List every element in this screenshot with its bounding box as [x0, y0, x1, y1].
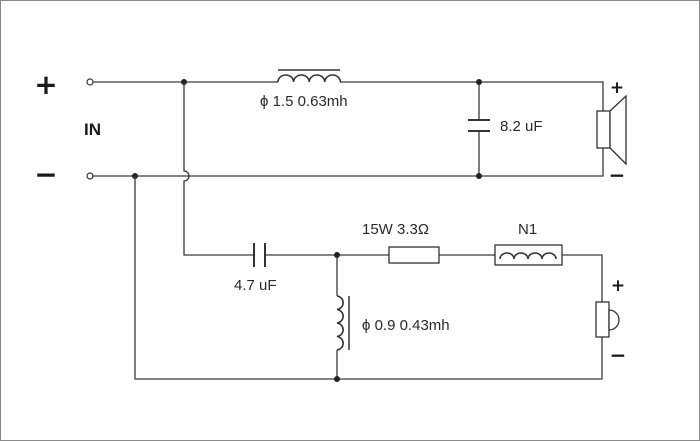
junction-dot — [334, 252, 340, 258]
woofer-resistor-label: 15W 3.3Ω — [362, 221, 429, 238]
n1-inductor — [494, 244, 563, 266]
tweeter-inductor-label: ϕ 1.5 0.63mh — [260, 93, 348, 110]
bottom-wire-top — [93, 148, 604, 177]
woofer-return-wire — [134, 176, 603, 380]
junction-dot — [476, 79, 482, 85]
tweeter-speaker-icon — [596, 94, 627, 166]
woofer-shunt-inductor — [336, 295, 350, 351]
input-label: IN — [84, 120, 101, 139]
woofer-plus-sign: + — [611, 276, 625, 296]
junction-dot — [334, 376, 340, 382]
woofer-resistor — [388, 246, 440, 264]
n1-label: N1 — [518, 221, 537, 238]
input-plus-sign: + — [34, 68, 57, 101]
input-minus-sign: − — [34, 158, 57, 191]
top-wire-right — [340, 81, 604, 111]
input-minus-terminal — [86, 172, 94, 180]
input-plus-terminal — [86, 78, 94, 86]
woofer-inductor-label: ϕ 0.9 0.43mh — [362, 317, 450, 334]
tweeter-inductor — [277, 69, 342, 83]
woofer-speaker-icon — [595, 301, 620, 338]
woofer-minus-sign: − — [610, 343, 627, 367]
woofer-capacitor-label: 4.7 uF — [234, 277, 277, 294]
tweeter-minus-sign: − — [609, 163, 626, 187]
woofer-plus-wire — [562, 254, 603, 302]
woofer-feed-wire — [183, 82, 254, 256]
tweeter-plus-sign: + — [610, 78, 624, 98]
tweeter-capacitor-label: 8.2 uF — [500, 118, 543, 135]
junction-dot — [476, 173, 482, 179]
